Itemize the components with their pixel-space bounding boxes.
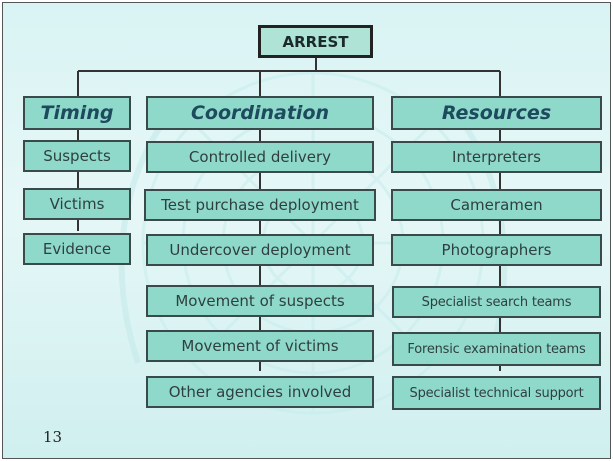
timing-heading: Timing (23, 96, 131, 130)
coordination-heading: Coordination (146, 96, 374, 130)
resources-item-forensic-teams: Forensic examination teams (392, 332, 601, 366)
timing-item-evidence: Evidence (23, 233, 131, 265)
coordination-item-undercover: Undercover deployment (146, 234, 374, 266)
timing-item-victims: Victims (23, 188, 131, 220)
resources-item-cameramen: Cameramen (391, 189, 602, 221)
coordination-item-other-agencies: Other agencies involved (146, 376, 374, 408)
resources-item-interpreters: Interpreters (391, 141, 602, 173)
coordination-item-movement-victims: Movement of victims (146, 330, 374, 362)
coordination-item-controlled-delivery: Controlled delivery (146, 141, 374, 173)
page-number: 13 (43, 428, 63, 446)
resources-item-photographers: Photographers (391, 234, 602, 266)
resources-item-technical-support: Specialist technical support (392, 376, 601, 410)
resources-item-search-teams: Specialist search teams (392, 286, 601, 318)
coordination-item-movement-suspects: Movement of suspects (146, 285, 374, 317)
resources-heading: Resources (391, 96, 602, 130)
root-node-box: ARREST (258, 25, 373, 58)
timing-item-suspects: Suspects (23, 140, 131, 172)
coordination-item-test-purchase: Test purchase deployment (144, 189, 376, 221)
